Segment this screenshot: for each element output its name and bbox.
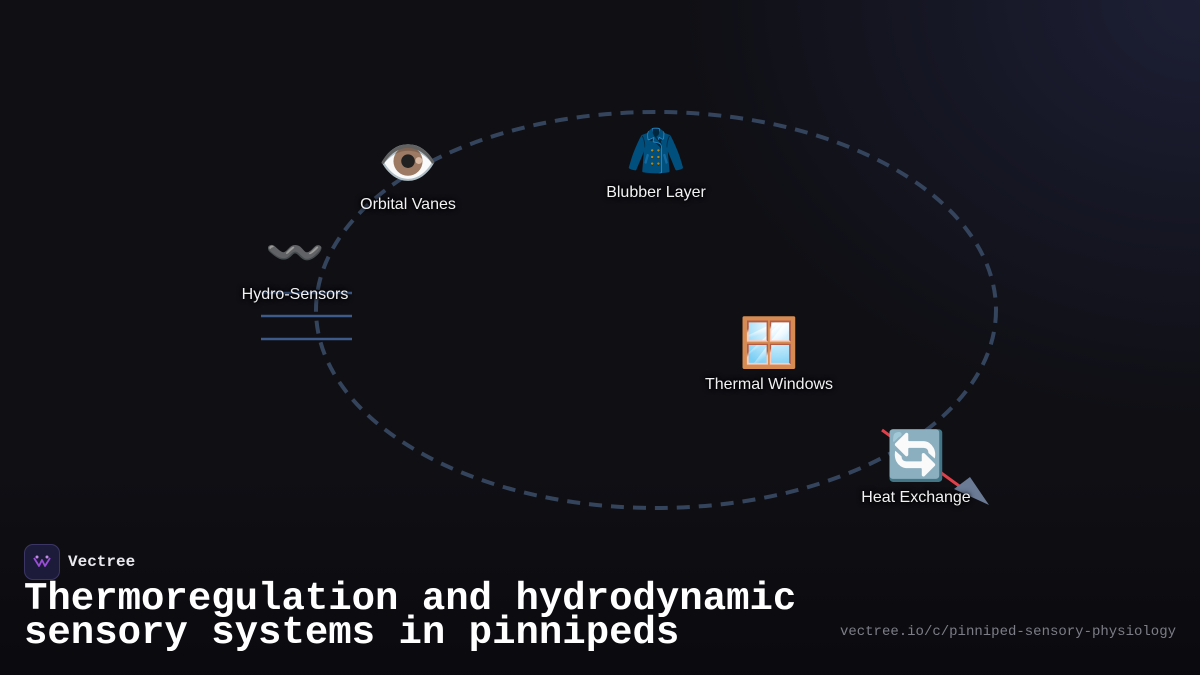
- node-thermal-windows[interactable]: 🪟 Thermal Windows: [705, 314, 833, 394]
- coat-icon: 🧥: [626, 123, 686, 179]
- cycle-ring: [314, 110, 998, 510]
- node-label: Hydro-Sensors: [241, 286, 349, 303]
- vectree-logo-icon: [24, 544, 60, 580]
- heat-exchange-connector: [881, 428, 963, 490]
- node-heat-exchange[interactable]: 🔄 Heat Exchange: [861, 427, 970, 507]
- node-orbital-vanes[interactable]: 👁️ Orbital Vanes: [360, 134, 456, 214]
- node-hydro-sensors[interactable]: 〰️ Hydro-Sensors: [242, 224, 349, 304]
- brand[interactable]: Vectree: [24, 544, 135, 580]
- node-label: Orbital Vanes: [360, 196, 456, 213]
- wavy-dash-icon: 〰️: [265, 225, 325, 281]
- node-blubber-layer[interactable]: 🧥 Blubber Layer: [606, 122, 706, 202]
- source-url[interactable]: vectree.io/c/pinniped-sensory-physiology: [839, 624, 1176, 640]
- node-label: Thermal Windows: [704, 376, 834, 393]
- node-label: Blubber Layer: [606, 184, 706, 201]
- window-icon: 🪟: [739, 315, 799, 371]
- node-label: Heat Exchange: [861, 489, 971, 506]
- arrow-head-icon: [954, 477, 989, 505]
- brand-name: Vectree: [68, 553, 136, 571]
- page-title: Thermoregulation and hydrodynamic sensor…: [24, 577, 797, 655]
- counterclockwise-arrows-icon: 🔄: [886, 428, 946, 484]
- sensor-lines: [261, 291, 352, 341]
- eye-icon: 👁️: [378, 135, 438, 191]
